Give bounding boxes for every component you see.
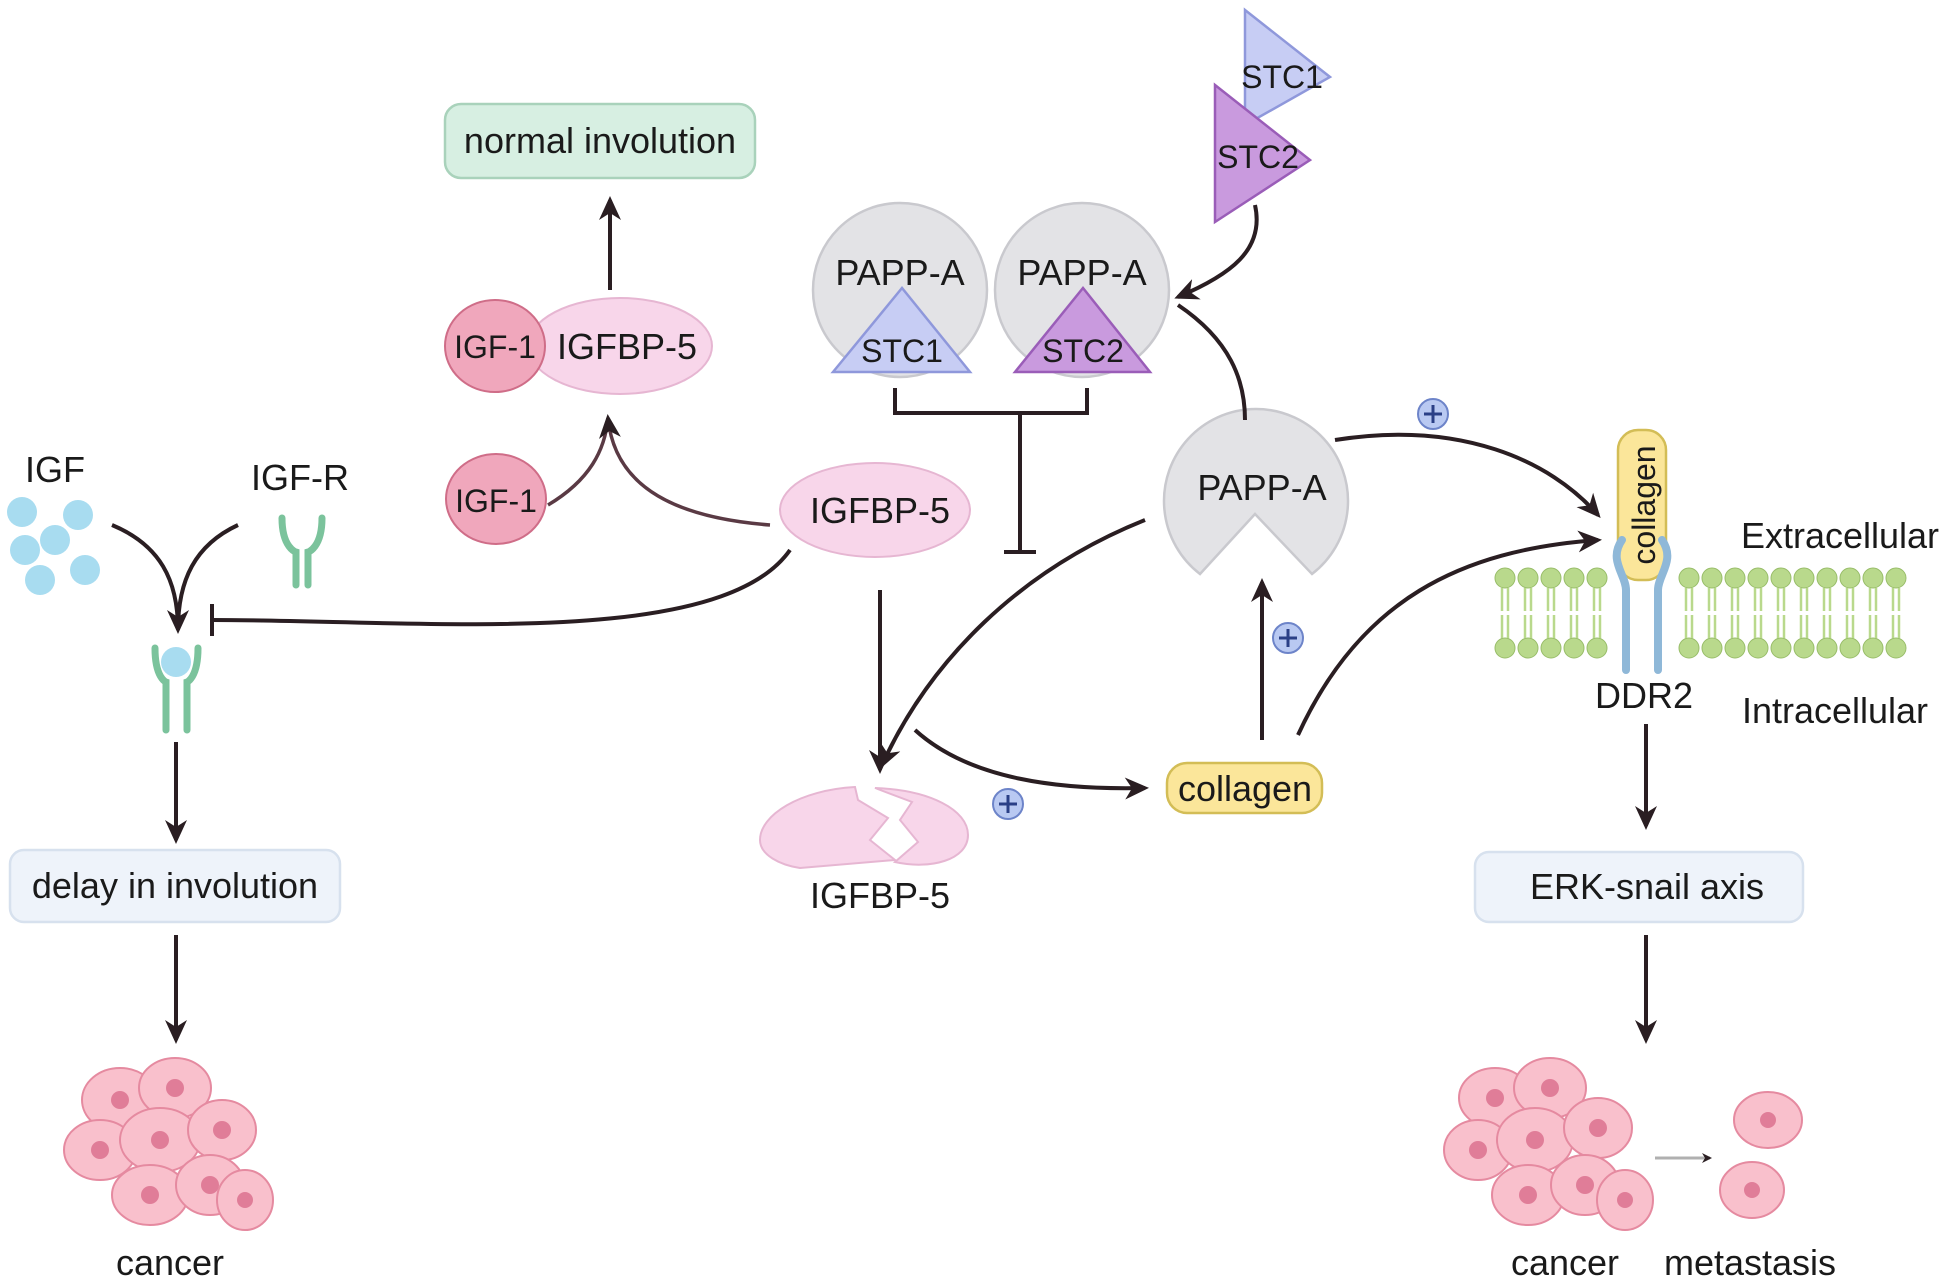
pappa-right-label: PAPP-A — [1017, 252, 1146, 293]
arrow-pappa-to-stc-complex — [1176, 303, 1247, 421]
stc1-free: STC1 — [1241, 7, 1333, 128]
pappa-stc2-complex: PAPP-A STC2 — [993, 201, 1171, 379]
igf-receptor-icon — [278, 514, 326, 589]
arrow-igfr-to-receptor — [167, 523, 239, 634]
pappa-center-label: PAPP-A — [1197, 467, 1326, 508]
arrow-igf-to-receptor — [111, 523, 180, 631]
cancer-right-label: cancer — [1511, 1242, 1619, 1281]
normal-involution-box: normal involution — [443, 102, 757, 180]
intracellular-label: Intracellular — [1742, 690, 1928, 731]
delay-in-involution-box: delay in involution — [8, 848, 342, 924]
stc1-free-label: STC1 — [1241, 59, 1323, 95]
erk-snail-axis-box: ERK-snail axis — [1473, 850, 1805, 924]
ddr2-label: DDR2 — [1595, 675, 1693, 716]
igfbp5-center-label: IGFBP-5 — [810, 490, 950, 531]
arrow-igf1-binding — [547, 417, 610, 507]
cancer-cell-cluster-right — [1443, 1057, 1654, 1231]
stc-bracket — [893, 388, 1089, 415]
collagen-center: collagen — [1165, 761, 1324, 815]
arrow-stc-to-pappa — [1174, 204, 1259, 300]
igfbp5-complex-label: IGFBP-5 — [557, 326, 697, 367]
delay-in-involution-label: delay in involution — [32, 865, 318, 906]
normal-involution-label: normal involution — [464, 120, 736, 161]
igf1-free-label: IGF-1 — [455, 483, 537, 519]
metastasis-label: metastasis — [1664, 1242, 1836, 1281]
collagen-receptor: collagen — [1616, 428, 1668, 582]
arrow-cleavage-to-collagen — [913, 728, 1149, 800]
igf-label: IGF — [25, 449, 85, 490]
igf-ligands — [7, 497, 100, 595]
igf1-igfbp5-complex: IGF-1 IGFBP-5 — [444, 297, 713, 395]
plus-icon — [992, 788, 1024, 820]
inhibition-igfbp5-to-receptor — [211, 548, 792, 627]
pappa-left-label: PAPP-A — [835, 252, 964, 293]
igfbp5-cleaved-label: IGFBP-5 — [810, 875, 950, 916]
plus-icon — [1272, 622, 1304, 654]
ddr2-receptor-icon — [1612, 536, 1672, 674]
arrow-pappa-cleaves-igfbp5 — [880, 518, 1146, 769]
cancer-cell-cluster-left — [63, 1057, 274, 1231]
igf1-free: IGF-1 — [445, 453, 547, 545]
stc2-free: STC2 — [1213, 82, 1313, 225]
arrow-pappa-to-collagen-receptor — [1334, 432, 1601, 519]
erk-snail-axis-label: ERK-snail axis — [1530, 866, 1764, 907]
cancer-left-label: cancer — [116, 1242, 224, 1281]
collagen-center-label: collagen — [1178, 768, 1312, 809]
igfbp5-center: IGFBP-5 — [779, 462, 971, 558]
metastatic-cells — [1719, 1091, 1803, 1219]
arrow-igfbp5-binding — [599, 414, 771, 527]
pappa-center: PAPP-A — [1162, 407, 1350, 576]
pappa-stc1-complex: PAPP-A STC1 — [811, 201, 989, 379]
plus-icon — [1417, 398, 1449, 430]
igfbp5-cleaved — [758, 785, 970, 870]
bound-receptor-icon — [151, 644, 202, 734]
arrow-collagen-to-ddr2 — [1296, 530, 1602, 736]
extracellular-label: Extracellular — [1741, 515, 1939, 556]
collagen-receptor-label: collagen — [1626, 445, 1662, 564]
stc1-bound-label: STC1 — [861, 333, 943, 369]
stc2-free-label: STC2 — [1217, 139, 1299, 175]
igf-r-label: IGF-R — [251, 457, 349, 498]
igf1-complex-label: IGF-1 — [454, 329, 536, 365]
membrane-icon — [1494, 567, 1907, 659]
stc2-bound-label: STC2 — [1042, 333, 1124, 369]
